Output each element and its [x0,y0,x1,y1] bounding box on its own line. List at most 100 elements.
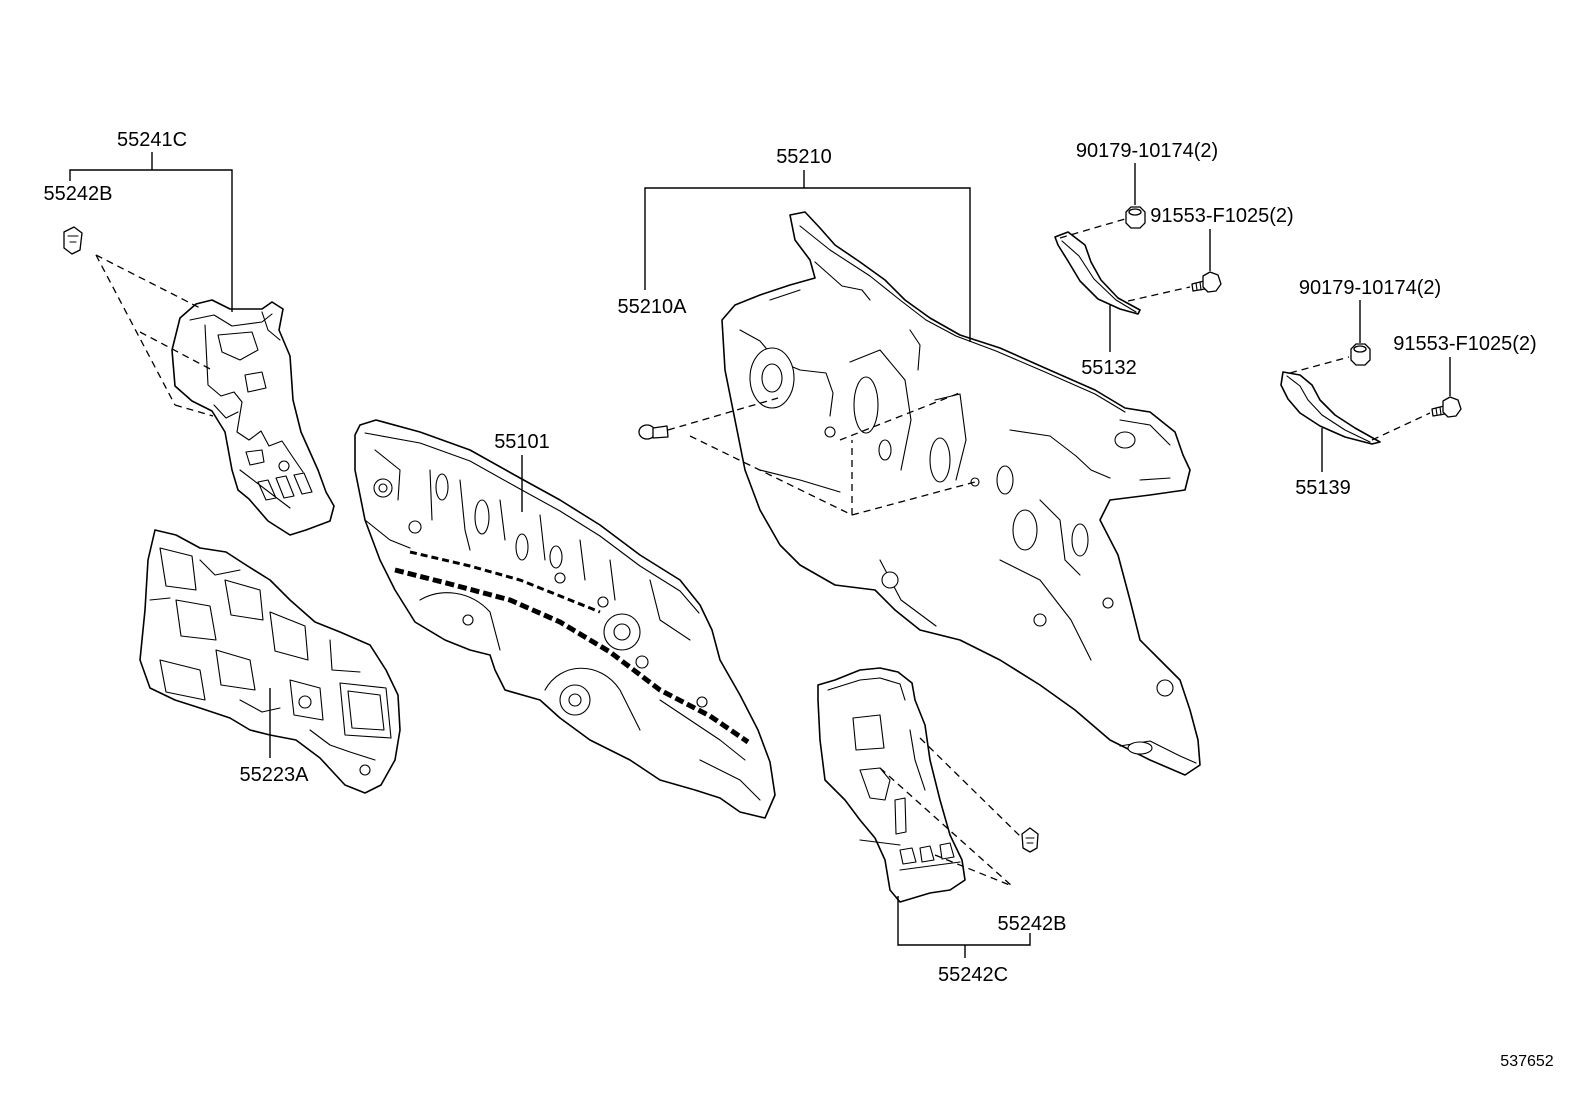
nut-icon [1125,206,1146,229]
part-55210-details [739,225,1197,764]
nut-face [1353,345,1367,353]
callout-55242b-lower: 55242B [998,913,1067,935]
bolt-icon [1191,271,1222,293]
oval-hole [929,437,951,483]
mounting-hole [597,596,609,608]
part-55241c-outline [171,299,335,536]
oval-hole [1071,523,1089,557]
clip-icon [638,424,669,440]
oval-hole [853,376,879,434]
oval-hole [549,545,563,569]
callout-55241c: 55241C [117,129,187,151]
part-55241c-details [189,311,313,509]
leader-bracket-55241c [69,152,233,312]
leader-bracket-55210 [644,170,971,342]
mounting-hole [278,460,290,472]
part-55132 [1054,231,1141,315]
part-55242c [817,667,966,903]
leader-bracket-55242c [897,896,1031,958]
oval-hole [1114,431,1136,449]
mounting-hole [881,571,899,589]
assembly-guide-line [879,767,1013,887]
bolt-icon [1431,396,1462,418]
oval-hole [515,533,529,561]
oval-hole [996,465,1014,495]
oval-hole [1127,741,1153,755]
part-55241c [171,299,335,536]
part-55101-outline [354,419,776,819]
mounting-hole [1156,679,1174,697]
assembly-guide-line [1289,356,1350,374]
callout-55139: 55139 [1295,477,1351,499]
callout-55223a: 55223A [240,764,310,786]
callout-55210: 55210 [776,146,832,168]
mounting-hole [970,477,980,487]
callout-55101: 55101 [494,431,550,453]
clip-icon [63,226,83,255]
mounting-hole [1033,613,1047,627]
callout-bolt-right: 91553-F1025(2) [1393,333,1536,355]
mounting-hole [378,483,388,493]
mounting-hole [824,426,836,438]
bolt-head [1202,271,1222,293]
part-55242c-outline [817,667,966,903]
part-55101-sealer-band [394,567,750,745]
clip-icon [1021,827,1039,853]
assembly-guide-line [95,254,176,406]
assembly-guide-line [851,481,976,516]
assembly-guide-line [1127,286,1191,302]
oval-hole [474,499,490,535]
assembly-guide-line [139,331,213,371]
mounting-hole [613,623,631,641]
bolt-thread [1195,281,1202,291]
clip-body [63,226,83,255]
clip-details [1025,837,1035,844]
clip-details [67,235,79,243]
mounting-hole [298,695,312,709]
assembly-guide-line [839,391,963,441]
callout-55242c: 55242C [938,964,1008,986]
part-55139 [1280,371,1381,445]
part-55101 [354,419,776,819]
oval-hole [878,439,892,461]
callout-bolt-upper: 91553-F1025(2) [1150,205,1293,227]
callout-55242b-upper: 55242B [44,183,113,205]
part-55210-outline [721,211,1201,776]
nut-face [1128,208,1142,216]
mounting-hole [408,520,422,534]
assembly-guide-lines-55242c [879,737,1023,887]
assembly-guide-line [1371,412,1431,441]
mounting-hole [359,764,371,776]
figure-number: 537652 [1500,1053,1553,1070]
bolt-head [1442,396,1462,418]
mounting-hole [462,614,474,626]
mounting-hole [696,696,708,708]
part-55223a-details [149,547,392,761]
part-55223a-outline [139,529,401,794]
assembly-guide-line [689,435,853,516]
callout-55132: 55132 [1081,357,1137,379]
oval-hole [435,473,449,501]
part-55132-details [1061,240,1137,313]
part-55132-outline [1054,231,1141,315]
oval-hole [761,363,783,393]
assembly-guide-line [95,254,201,309]
mounting-hole [1102,597,1114,609]
part-55210 [721,211,1201,776]
oval-hole [1012,509,1038,551]
assembly-guide-line [174,404,214,417]
clip-body [1021,827,1039,853]
mounting-hole [635,655,649,669]
callout-nut-upper: 90179-10174(2) [1076,140,1218,162]
callout-nut-right: 90179-10174(2) [1299,277,1441,299]
part-55139-outline [1280,371,1381,445]
assembly-guide-lines-55241c [95,254,214,417]
mounting-hole [554,572,566,584]
part-55101-sealer-band-upper [409,550,601,614]
callout-55210a: 55210A [618,296,688,318]
assembly-guide-lines-55210a [667,391,976,516]
part-55223a [139,529,401,794]
part-55242c-details [827,677,961,871]
nut-icon [1350,343,1371,366]
